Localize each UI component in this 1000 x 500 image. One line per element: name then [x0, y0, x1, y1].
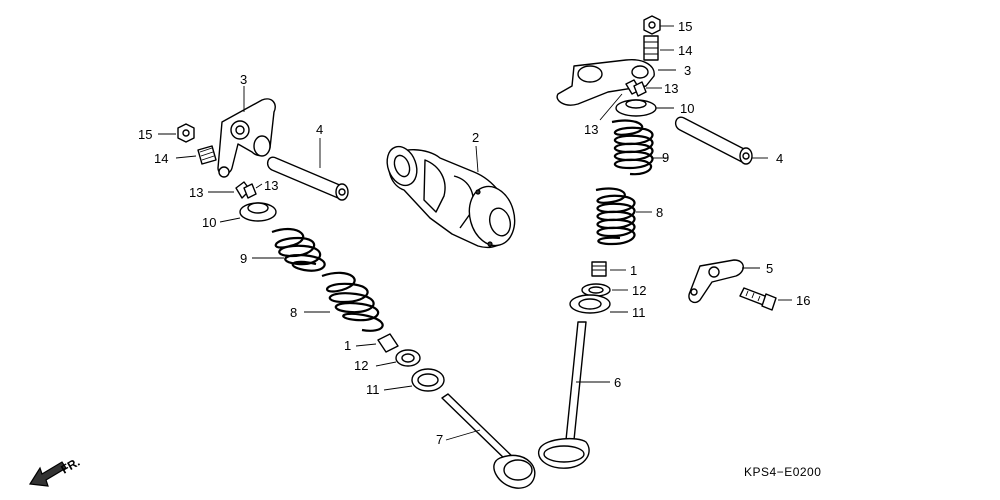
callout-l8: 8 [290, 305, 297, 320]
rocker-shaft-left [266, 138, 349, 201]
callout-l15: 15 [138, 127, 152, 142]
intake-valve [537, 321, 610, 469]
spring-washer-left [383, 368, 445, 392]
callout-c2: 2 [472, 130, 479, 145]
callout-r5: 5 [766, 261, 773, 276]
spring-seat-right [581, 283, 628, 297]
exhaust-valve [441, 393, 536, 489]
callout-r3: 3 [684, 63, 691, 78]
rocker-arm-right [556, 59, 676, 106]
callout-r9: 9 [662, 150, 669, 165]
callout-l14: 14 [154, 151, 168, 166]
callout-l7: 7 [436, 432, 443, 447]
callout-l13b: 13 [264, 178, 278, 193]
spring-retainer-left [219, 202, 277, 223]
callout-l13a: 13 [189, 185, 203, 200]
spring-seat-left [375, 349, 421, 367]
rocker-arm-left [217, 86, 276, 178]
front-direction-label: FR. [59, 455, 83, 477]
nut-left [158, 123, 195, 143]
bolt [739, 287, 792, 311]
callout-r11: 11 [632, 305, 646, 320]
callout-l9: 9 [240, 251, 247, 266]
valve-seal-left [355, 333, 399, 353]
callout-r13a: 13 [664, 81, 678, 96]
callout-r10: 10 [680, 101, 694, 116]
callout-r12: 12 [632, 283, 646, 298]
outer-spring-right [611, 119, 668, 176]
inner-spring-left [304, 271, 384, 332]
callout-l10: 10 [202, 215, 216, 230]
callout-r15: 15 [678, 19, 692, 34]
drawing-code: KPS4−E0200 [744, 465, 821, 479]
callout-r4: 4 [776, 151, 783, 166]
callout-r8: 8 [656, 205, 663, 220]
inner-spring-right [595, 187, 652, 246]
callout-l12: 12 [354, 358, 368, 373]
callout-r13b: 13 [584, 122, 598, 137]
callout-l4: 4 [316, 122, 323, 137]
adjusting-screw-left [175, 145, 217, 165]
front-direction-arrow [28, 461, 67, 487]
callout-r1: 1 [630, 263, 637, 278]
spring-retainer-right [615, 99, 674, 117]
adjusting-screw-right [643, 35, 674, 61]
callout-l1: 1 [344, 338, 351, 353]
rocker-shaft-right [674, 116, 768, 165]
callout-r6: 6 [614, 375, 621, 390]
spring-washer-right [569, 294, 628, 314]
callout-l3: 3 [240, 72, 247, 87]
callout-r14: 14 [678, 43, 692, 58]
valve-seal-right [591, 261, 626, 277]
valve-cotters-left [208, 181, 263, 199]
nut-right [643, 15, 674, 35]
stopper-plate [688, 259, 760, 304]
callout-r16: 16 [796, 293, 810, 308]
valve-cotters-right [599, 79, 662, 121]
camshaft [386, 145, 516, 249]
callout-l11: 11 [366, 382, 380, 397]
outer-spring-left [252, 227, 326, 272]
